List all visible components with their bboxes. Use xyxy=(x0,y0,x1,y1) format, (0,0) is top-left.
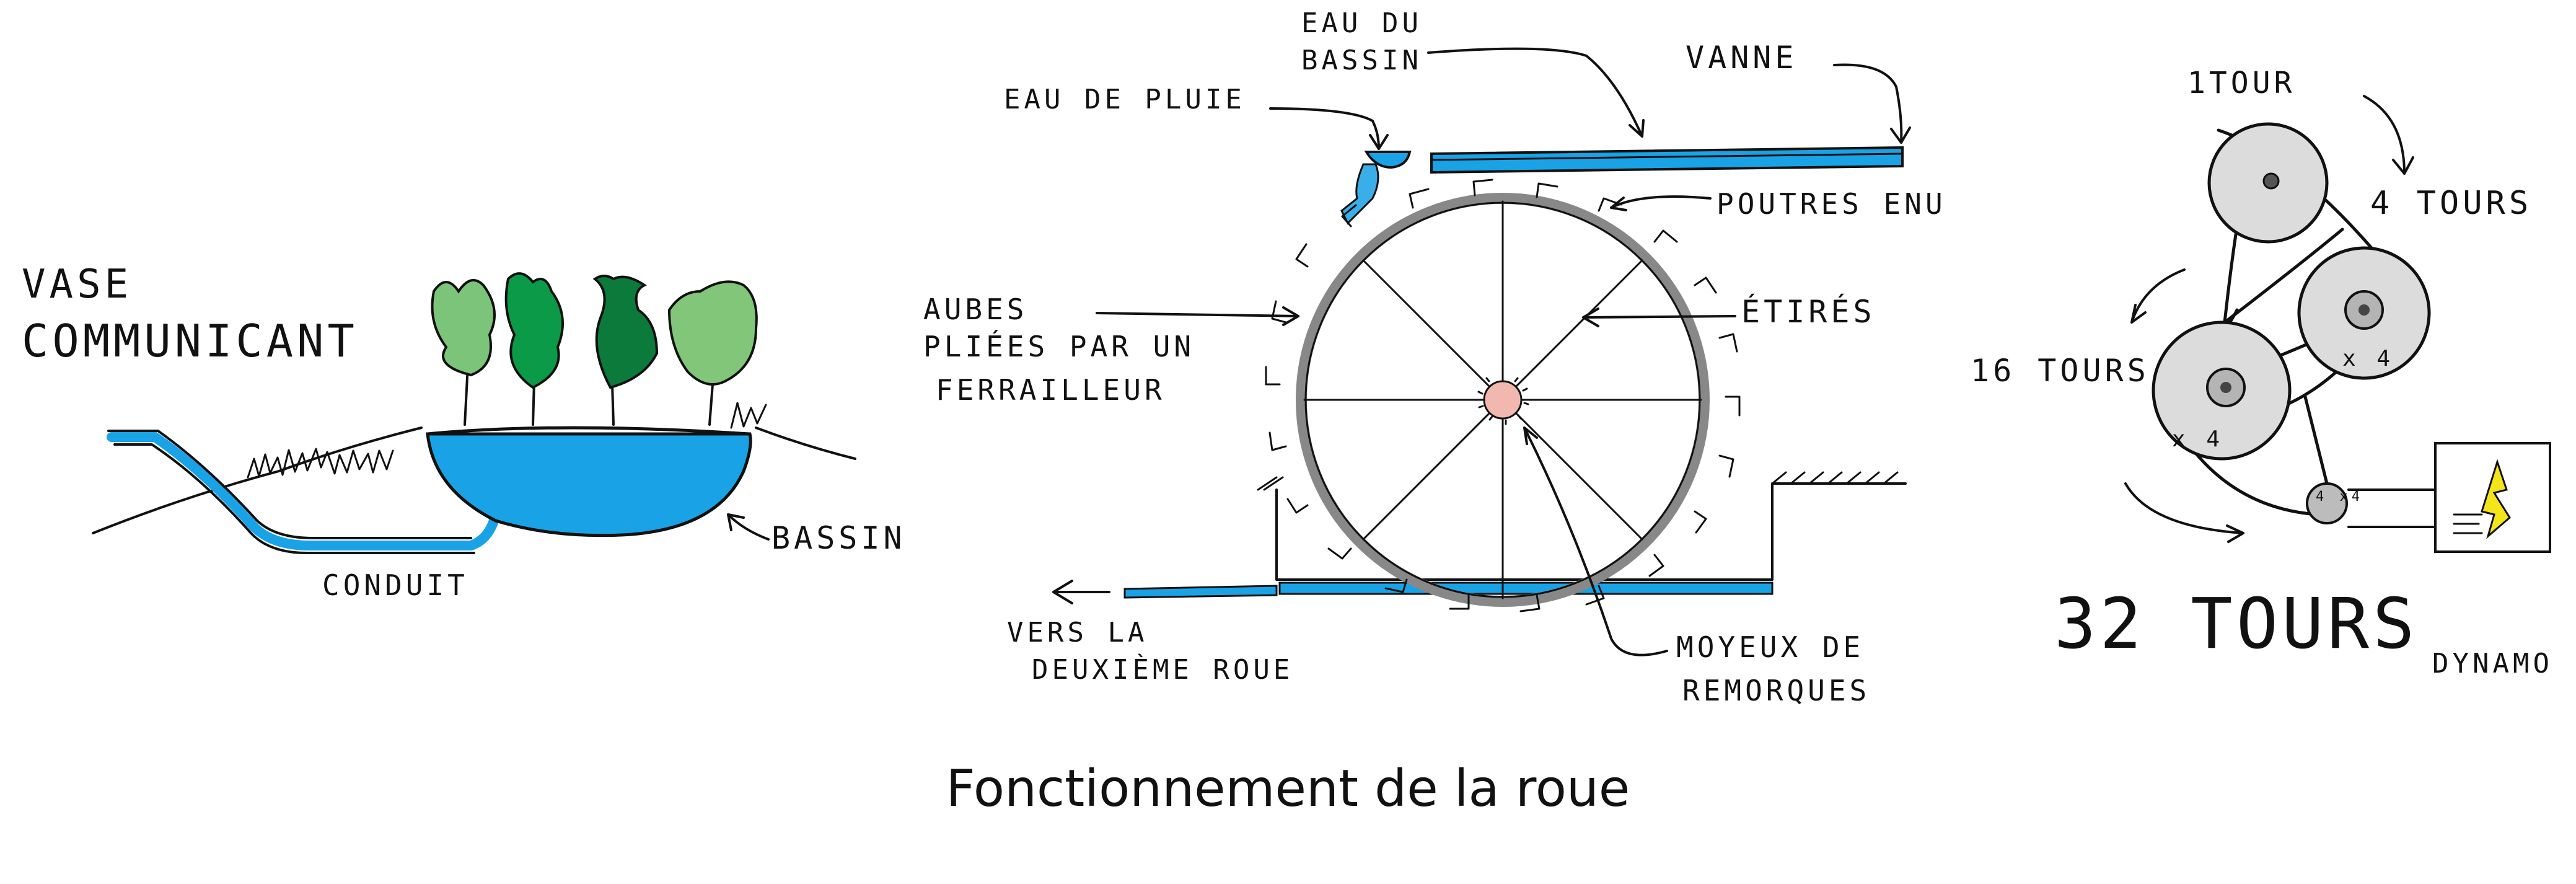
label-x4-small: 4 x4 xyxy=(2316,489,2363,505)
pulley-2-axle xyxy=(2358,304,2370,316)
moyeux-arrow xyxy=(1523,427,1668,656)
label-aubes-1: AUBES xyxy=(923,293,1027,326)
label-bassin: BASSIN xyxy=(771,520,906,556)
eau-bassin-arrow xyxy=(1427,47,1645,138)
label-poutres: POUTRES ENU xyxy=(1717,187,1946,221)
label-vers-2: DEUXIÈME ROUE xyxy=(1032,653,1293,686)
bassin-arrow xyxy=(727,513,770,541)
label-1tour: 1TOUR xyxy=(2187,66,2296,100)
grass-right xyxy=(730,402,767,429)
dynamo-shaft xyxy=(2347,488,2437,528)
figure-caption: Fonctionnement de la roue xyxy=(946,759,1630,818)
wheel-rim xyxy=(1296,193,1710,607)
grass-left xyxy=(247,448,394,479)
conduit-pipe xyxy=(107,432,501,550)
vanne-line xyxy=(1430,152,1904,161)
label-x4-b: x 4 xyxy=(2172,427,2223,452)
label-vers-1: VERS LA xyxy=(1007,617,1148,648)
left-sketch: VASE COMMUNICANT BASSIN CONDUIT xyxy=(22,262,906,602)
vanne-channel xyxy=(1430,146,1904,174)
label-aubes-3: FERRAILLEUR xyxy=(936,373,1166,407)
pit-water xyxy=(1278,581,1774,595)
right-sketch: x 4 x 4 4 x4 1TOUR 4 TOURS 16 TOURS 32 T… xyxy=(1971,66,2553,679)
outflow-arrow xyxy=(1052,580,1110,604)
pit-hatching xyxy=(1257,471,1899,491)
label-aubes-2: PLIÉES PAR UN xyxy=(923,330,1195,363)
label-x4-a: x 4 xyxy=(2342,346,2394,371)
wheel-paddles xyxy=(1265,179,1741,612)
wheel-spokes xyxy=(1303,200,1702,599)
etires-arrow xyxy=(1582,307,1736,327)
vase-title-line2: COMMUNICANT xyxy=(22,315,358,367)
vanne-arrow xyxy=(1833,63,1911,144)
rotation-arrow-3 xyxy=(2124,482,2244,543)
label-dynamo: DYNAMO xyxy=(2432,648,2553,679)
tree-3 xyxy=(592,275,659,426)
aubes-arrow xyxy=(1096,306,1299,326)
label-moyeux-1: MOYEUX DE xyxy=(1676,630,1864,664)
conduit-outline-top xyxy=(107,430,472,539)
label-16tours: 16 TOURS xyxy=(1971,353,2150,389)
lightning-icon xyxy=(2481,459,2511,539)
label-vanne: VANNE xyxy=(1686,40,1798,76)
ground-line xyxy=(92,427,423,534)
label-eau-bassin-1: EAU DU xyxy=(1301,7,1422,39)
label-eau-pluie: EAU DE PLUIE xyxy=(1004,84,1246,115)
basin-water xyxy=(426,432,752,537)
rotation-arrow-1 xyxy=(2363,95,2414,175)
pulley-3-axle xyxy=(2220,382,2231,393)
label-4tours: 4 TOURS xyxy=(2370,185,2532,222)
poutres-arrow xyxy=(1610,195,1712,211)
label-moyeux-2: REMORQUES xyxy=(1682,674,1870,707)
center-sketch: EAU DU BASSIN EAU DE PLUIE VANNE POUTRES… xyxy=(923,7,1946,707)
label-etires: ÉTIRÉS xyxy=(1741,293,1876,330)
rain-tank xyxy=(1364,151,1412,169)
tree-2 xyxy=(504,272,564,426)
basin-rim xyxy=(426,426,752,436)
vase-title-line1: VASE xyxy=(22,262,132,307)
pulley-small xyxy=(2306,482,2348,524)
pulley-1-axle xyxy=(2262,172,2280,190)
pit-walls xyxy=(1275,482,1907,581)
label-conduit: CONDUIT xyxy=(322,568,468,602)
conduit-outline-bottom xyxy=(113,443,475,554)
label-eau-bassin-2: BASSIN xyxy=(1301,45,1422,76)
tree-4 xyxy=(667,280,758,426)
eau-pluie-arrow xyxy=(1269,107,1389,150)
outflow-water xyxy=(1123,585,1278,599)
rotation-arrow-2 xyxy=(2130,268,2186,324)
pouring-water xyxy=(1340,163,1379,225)
label-32tours: 32 TOURS xyxy=(2054,584,2418,665)
wheel-hub xyxy=(1477,373,1529,425)
dynamo-lines xyxy=(2453,513,2483,534)
tree-1 xyxy=(431,279,496,426)
ground-line-right xyxy=(755,427,856,460)
